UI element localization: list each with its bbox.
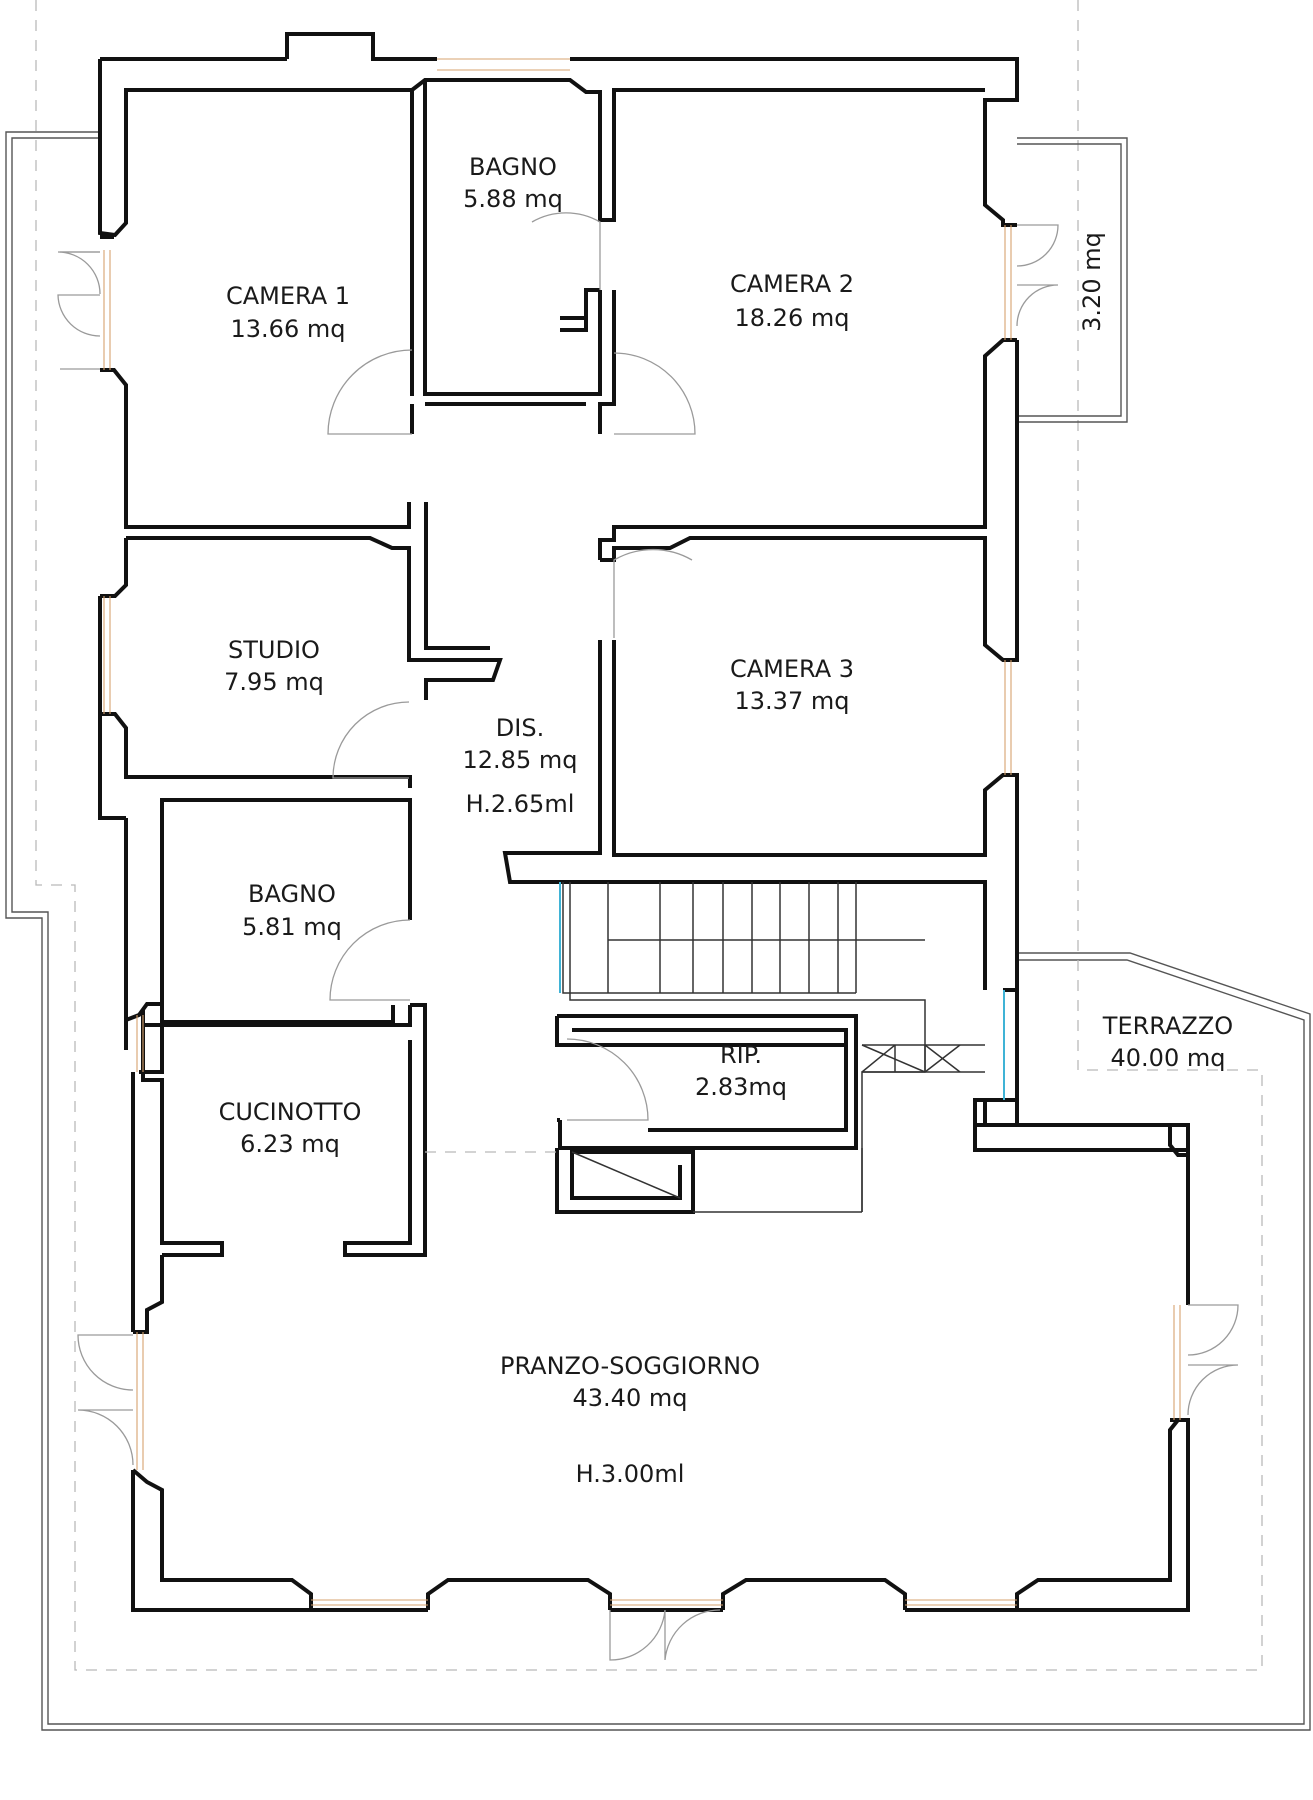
studio-area: 7.95 mq: [224, 668, 324, 696]
balcony-area: 3.20 mq: [1078, 232, 1106, 332]
camera3-name: CAMERA 3: [730, 655, 854, 683]
terrazzo-area: 40.00 mq: [1111, 1044, 1226, 1072]
terrazzo-name: TERRAZZO: [1102, 1012, 1233, 1040]
dis-name: DIS.: [496, 714, 544, 742]
cucinotto-area: 6.23 mq: [240, 1130, 340, 1158]
camera2-area: 18.26 mq: [735, 304, 850, 332]
bagno-bottom-area: 5.81 mq: [242, 913, 342, 941]
staircase: [425, 882, 1005, 1213]
studio-name: STUDIO: [228, 636, 320, 664]
camera1-name: CAMERA 1: [226, 282, 350, 310]
windows: [103, 58, 1181, 1606]
pranzo-area: 43.40 mq: [573, 1384, 688, 1412]
bagno-bottom-name: BAGNO: [248, 880, 336, 908]
bagno-top-area: 5.88 mq: [463, 185, 563, 213]
terrace-boundary: [5, 0, 1311, 1731]
camera2-name: CAMERA 2: [730, 270, 854, 298]
rip-area: 2.83mq: [695, 1073, 787, 1101]
room-labels: CAMERA 1 13.66 mq BAGNO 5.88 mq CAMERA 2…: [219, 153, 1234, 1488]
camera3-area: 13.37 mq: [735, 687, 850, 715]
dis-area: 12.85 mq: [463, 746, 578, 774]
cucinotto-name: CUCINOTTO: [219, 1098, 362, 1126]
walls: [98, 32, 1190, 1612]
pranzo-height: H.3.00ml: [576, 1460, 685, 1488]
dis-height: H.2.65ml: [466, 790, 575, 818]
doors: [57, 212, 1239, 1661]
rip-name: RIP.: [720, 1041, 762, 1069]
pranzo-name: PRANZO-SOGGIORNO: [500, 1352, 760, 1380]
camera1-area: 13.66 mq: [231, 315, 346, 343]
bagno-top-name: BAGNO: [469, 153, 557, 181]
